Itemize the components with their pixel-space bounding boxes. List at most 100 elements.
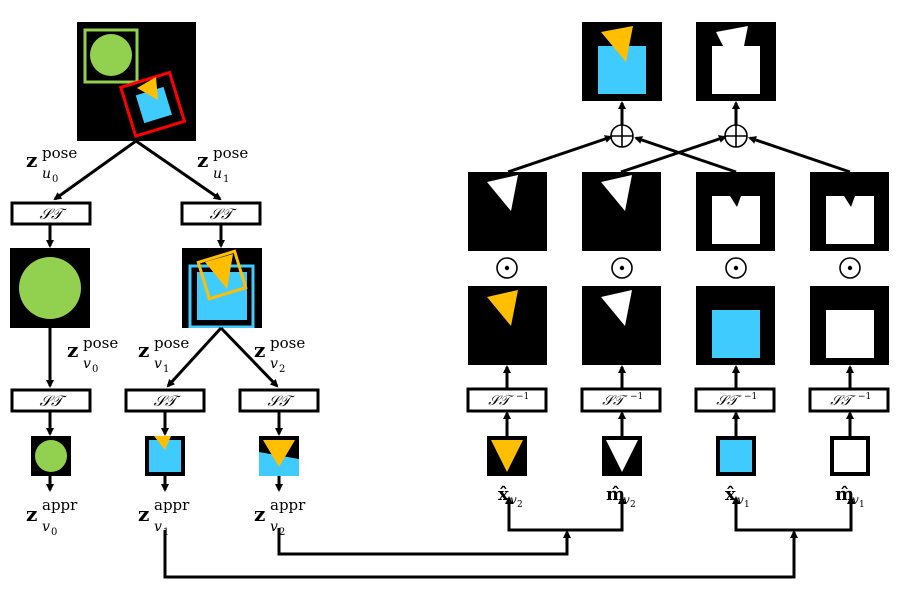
svg-text:−1: −1 xyxy=(744,392,757,402)
green-circle xyxy=(90,34,132,76)
svg-text:1: 1 xyxy=(744,500,750,510)
masked-mhat-v1-2 xyxy=(810,172,889,251)
st-block-v1: 𝒮𝒯 xyxy=(124,388,206,413)
svg-text:u: u xyxy=(42,166,51,182)
st-block-u1: 𝒮𝒯 xyxy=(180,201,262,226)
arrow-scene-to-st1 xyxy=(135,139,222,201)
svg-text:v: v xyxy=(270,519,278,535)
arrow-masked3-to-plus1 xyxy=(634,136,737,174)
arrow-masked4-to-plus2 xyxy=(748,136,851,174)
plus-operator-2 xyxy=(724,124,748,148)
connector-z-appr-v2-to-decoder xyxy=(277,528,571,556)
svg-text:appr: appr xyxy=(270,496,306,514)
glimpse-v0 xyxy=(31,436,71,476)
svg-text:2: 2 xyxy=(279,527,285,538)
connector-decoder-v1-fork xyxy=(734,500,853,532)
svg-text:appr: appr xyxy=(154,496,190,514)
orange-bounding-box xyxy=(196,249,248,301)
masked-mhat-v1-1 xyxy=(696,172,775,251)
svg-text:𝒮𝒯: 𝒮𝒯 xyxy=(267,392,295,410)
label-z-appr-v0: z appr v 0 xyxy=(26,496,78,538)
label-xhat-v1: x̂ v 1 xyxy=(725,484,750,510)
svg-text:𝒮𝒯: 𝒮𝒯 xyxy=(39,205,67,223)
svg-text:v: v xyxy=(623,493,630,507)
composed-mask xyxy=(696,22,776,101)
svg-text:m̂: m̂ xyxy=(835,484,854,505)
svg-text:u: u xyxy=(213,166,222,182)
svg-text:v: v xyxy=(83,356,91,372)
svg-text:0: 0 xyxy=(92,364,98,375)
svg-text:v: v xyxy=(154,356,162,372)
svg-text:z: z xyxy=(254,338,265,362)
decoded-glimpse-mhat-v1 xyxy=(830,436,870,476)
st-inv-block-3: 𝒮𝒯 −1 xyxy=(694,387,776,413)
svg-text:𝒮𝒯: 𝒮𝒯 xyxy=(602,393,628,409)
svg-text:pose: pose xyxy=(154,334,189,352)
circle-bounding-box xyxy=(83,28,139,84)
label-z-pose-v1: z pose v 1 xyxy=(138,334,189,375)
svg-text:−1: −1 xyxy=(858,392,871,402)
label-xhat-v2: x̂ v 2 xyxy=(498,484,523,510)
st-block-u0: 𝒮𝒯 xyxy=(10,201,92,226)
svg-text:m̂: m̂ xyxy=(606,484,625,505)
glimpse-v1 xyxy=(145,436,185,476)
arrow-masked2-to-plus2 xyxy=(620,135,727,174)
svg-text:z: z xyxy=(26,502,37,526)
svg-text:z: z xyxy=(197,148,208,172)
svg-text:pose: pose xyxy=(213,144,248,162)
decoded-full-mhat-v2 xyxy=(582,286,661,365)
svg-text:1: 1 xyxy=(163,364,169,375)
arrow-scene-to-st0 xyxy=(53,139,137,201)
label-z-appr-v2: z appr v 2 xyxy=(254,496,306,538)
svg-text:v: v xyxy=(42,519,50,535)
svg-text:z: z xyxy=(26,148,37,172)
svg-text:z: z xyxy=(254,502,265,526)
svg-text:v: v xyxy=(270,356,278,372)
square-bounding-box xyxy=(118,70,187,139)
st-block-v2: 𝒮𝒯 xyxy=(238,388,320,413)
odot-operator-3 xyxy=(725,257,747,279)
masked-mhat-v2-2 xyxy=(582,172,661,251)
decoded-full-xhat-v1 xyxy=(696,286,775,365)
svg-text:x̂: x̂ xyxy=(498,484,509,505)
svg-text:2: 2 xyxy=(630,500,636,510)
odot-operator-1 xyxy=(496,257,518,279)
svg-text:𝒮𝒯: 𝒮𝒯 xyxy=(716,393,742,409)
label-mhat-v1: m̂ v 1 xyxy=(835,484,865,510)
st-inv-block-2: 𝒮𝒯 −1 xyxy=(580,387,662,413)
orange-triangle xyxy=(137,77,158,100)
svg-text:1: 1 xyxy=(223,174,229,185)
arrow-part-to-st-v2 xyxy=(219,326,279,388)
st-inv-block-4: 𝒮𝒯 −1 xyxy=(808,387,890,413)
svg-text:−1: −1 xyxy=(630,392,643,402)
svg-text:𝒮𝒯: 𝒮𝒯 xyxy=(209,205,237,223)
svg-text:v: v xyxy=(852,493,859,507)
arrow-part-to-st-v1 xyxy=(166,326,223,388)
svg-text:−1: −1 xyxy=(516,392,529,402)
glimpse-square-triangle xyxy=(182,248,262,328)
st-block-v0: 𝒮𝒯 xyxy=(10,388,92,413)
svg-text:1: 1 xyxy=(859,500,865,510)
label-z-pose-u0: z pose u 0 xyxy=(26,144,77,185)
svg-text:z: z xyxy=(138,338,149,362)
scene-image xyxy=(77,22,196,141)
decoded-glimpse-xhat-v1 xyxy=(716,436,756,476)
svg-text:z: z xyxy=(67,338,78,362)
svg-text:𝒮𝒯: 𝒮𝒯 xyxy=(488,393,514,409)
svg-text:x̂: x̂ xyxy=(725,484,736,505)
connector-z-appr-v1-to-decoder xyxy=(163,530,798,579)
connector-decoder-v2-fork xyxy=(507,500,624,532)
svg-text:pose: pose xyxy=(42,144,77,162)
svg-text:2: 2 xyxy=(279,364,285,375)
odot-operator-2 xyxy=(611,257,633,279)
st-inv-block-1: 𝒮𝒯 −1 xyxy=(466,387,548,413)
svg-text:2: 2 xyxy=(517,500,523,510)
svg-text:𝒮𝒯: 𝒮𝒯 xyxy=(830,393,856,409)
arrow-masked1-to-plus1 xyxy=(507,135,613,174)
svg-text:𝒮𝒯: 𝒮𝒯 xyxy=(39,392,67,410)
svg-text:0: 0 xyxy=(52,174,58,185)
decoded-glimpse-xhat-v2 xyxy=(487,436,527,476)
svg-text:𝒮𝒯: 𝒮𝒯 xyxy=(153,392,181,410)
svg-text:v: v xyxy=(737,493,744,507)
